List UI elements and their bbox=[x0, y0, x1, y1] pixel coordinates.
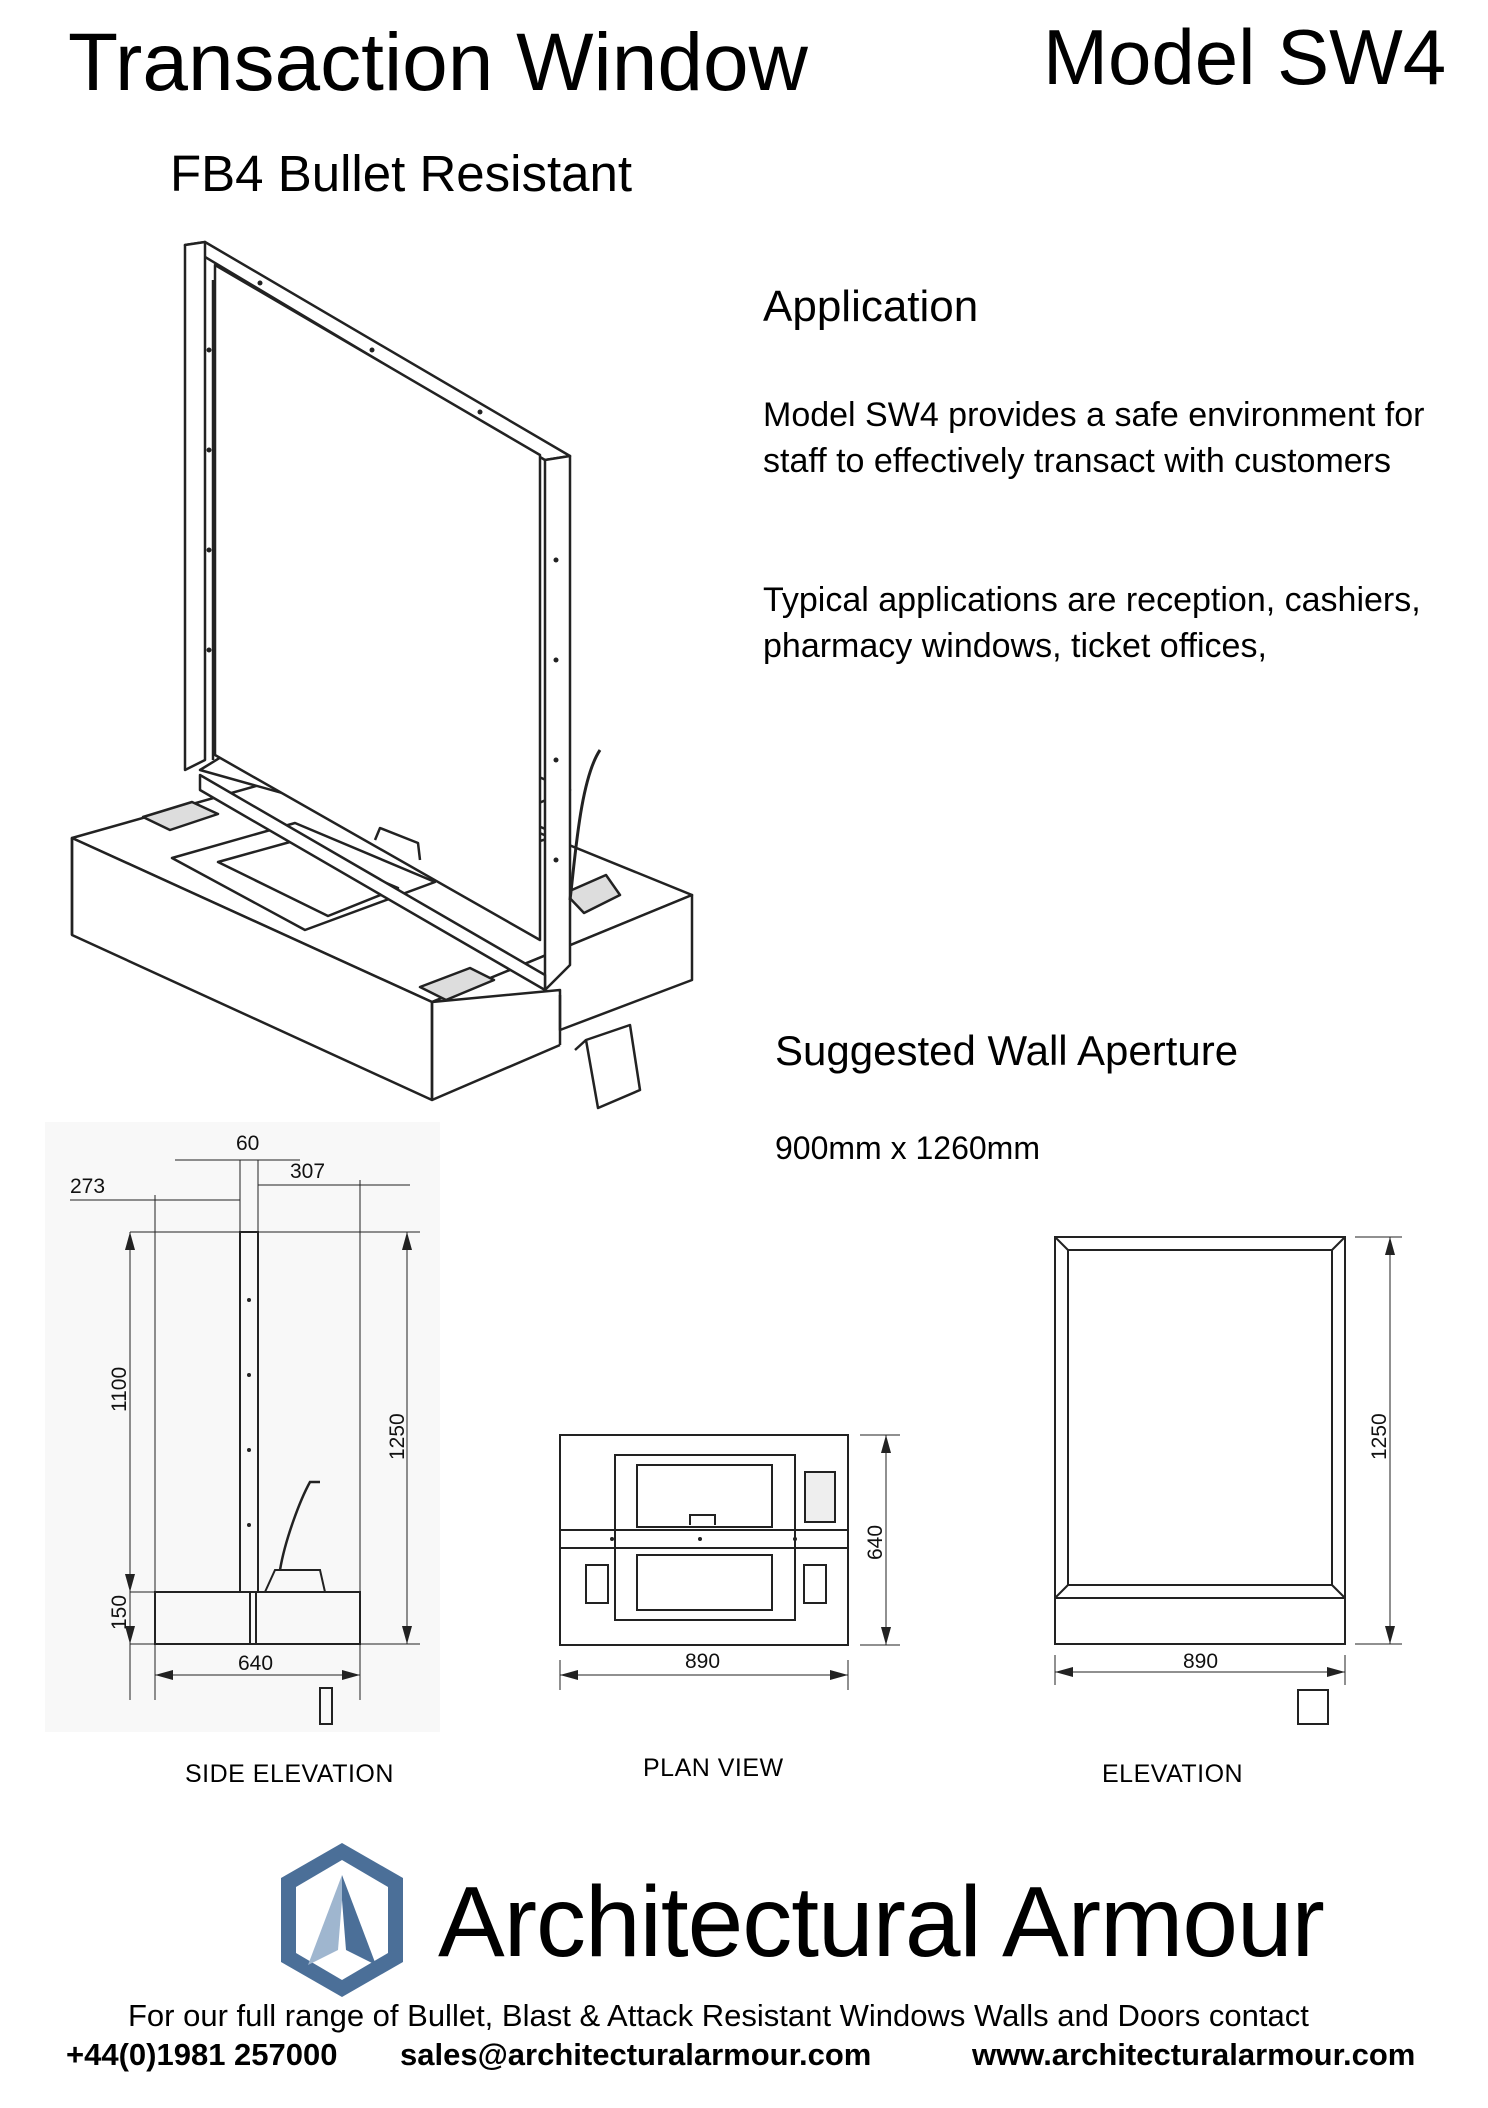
aperture-heading: Suggested Wall Aperture bbox=[775, 1027, 1239, 1074]
footer-website-link[interactable]: www.architecturalarmour.com bbox=[972, 2037, 1416, 2072]
dim-150: 150 bbox=[108, 1595, 131, 1630]
dim-640: 640 bbox=[238, 1652, 273, 1675]
dim-640: 640 bbox=[864, 1525, 887, 1560]
application-heading: Application bbox=[763, 282, 979, 331]
side-elevation-label: SIDE ELEVATION bbox=[185, 1760, 394, 1788]
plan-view-label: PLAN VIEW bbox=[643, 1754, 784, 1782]
aperture-size: 900mm x 1260mm bbox=[775, 1130, 1040, 1166]
application-paragraph: Typical applications are reception, cash… bbox=[763, 581, 1421, 665]
footer-email-link[interactable]: sales@architecturalarmour.com bbox=[400, 2037, 872, 2072]
dim-60: 60 bbox=[236, 1132, 259, 1155]
dim-890: 890 bbox=[1183, 1650, 1218, 1673]
page-title: Transaction Window bbox=[68, 17, 808, 108]
dim-890: 890 bbox=[685, 1650, 720, 1673]
model-name: Model SW4 bbox=[1043, 13, 1447, 101]
dim-1100: 1100 bbox=[108, 1367, 131, 1412]
elevation-label: ELEVATION bbox=[1102, 1760, 1244, 1788]
dim-273: 273 bbox=[70, 1175, 105, 1198]
footer-phone[interactable]: +44(0)1981 257000 bbox=[66, 2037, 338, 2072]
application-paragraph: Model SW4 provides a safe environment fo… bbox=[763, 396, 1425, 480]
brand-name: Architectural Armour bbox=[438, 1866, 1325, 1978]
dim-1250: 1250 bbox=[1368, 1413, 1391, 1460]
dim-307: 307 bbox=[290, 1160, 325, 1183]
page-subtitle: FB4 Bullet Resistant bbox=[170, 145, 633, 202]
footer-contact-text: For our full range of Bullet, Blast & At… bbox=[128, 1998, 1309, 2033]
dim-1250: 1250 bbox=[386, 1413, 409, 1460]
